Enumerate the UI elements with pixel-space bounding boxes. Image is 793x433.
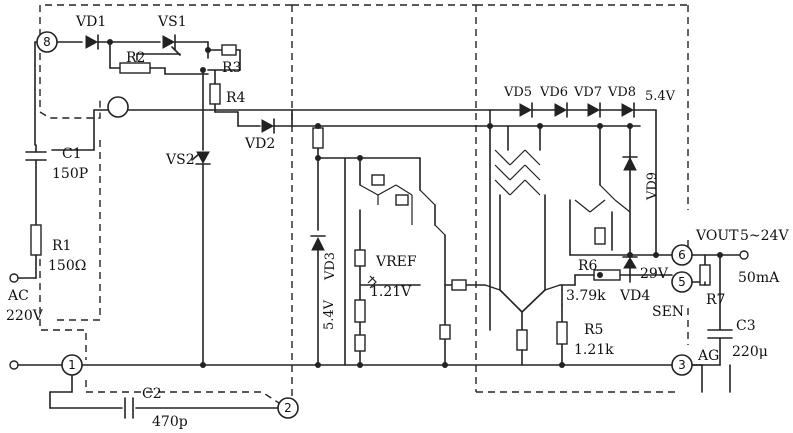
component-labels: VD1 VS1 R2 R3 R4 VS2 VD2 C1 150P R1 150Ω… — [6, 14, 789, 430]
vref-label: VREF — [375, 254, 417, 270]
c1-label: C1 — [62, 146, 82, 162]
r7-label: R7 — [706, 292, 725, 308]
pin-3: 3 — [671, 354, 693, 376]
upper-rail — [107, 96, 657, 256]
pin-5: 5 — [671, 271, 693, 293]
r5-label: R5 — [584, 322, 603, 338]
svg-text:1: 1 — [68, 358, 76, 372]
output-network — [691, 250, 749, 393]
ag-label: AG — [697, 348, 719, 364]
pin-2: 2 — [277, 397, 299, 419]
vd6-label: VD6 — [539, 85, 568, 100]
pin-1: 1 — [61, 354, 83, 376]
r4-label: R4 — [226, 90, 246, 106]
r2-label: R2 — [126, 50, 145, 66]
r6-value: 3.79k — [566, 288, 606, 304]
svg-text:2: 2 — [284, 401, 292, 415]
vd8-label: VD8 — [607, 85, 636, 100]
left-input-network — [9, 41, 721, 419]
vd3-value: 5.4V — [322, 299, 337, 330]
vd4-label: VD4 — [619, 288, 650, 304]
r3-label: R3 — [222, 60, 241, 76]
sen-label: SEN — [652, 304, 684, 320]
r6-label: R6 — [578, 258, 598, 274]
pin-8: 8 — [36, 31, 58, 53]
r1-label: R1 — [52, 238, 71, 254]
vd9-label: VD9 — [645, 172, 660, 201]
r5-value: 1.21k — [574, 342, 614, 358]
vd2-label: VD2 — [244, 136, 275, 152]
vd5-8-value: 5.4V — [645, 89, 676, 104]
vout-label: VOUT — [695, 228, 739, 244]
current-label: 50mA — [738, 270, 780, 286]
ac-voltage: 220V — [6, 308, 44, 324]
output-block — [484, 125, 681, 366]
vout-range: 5~24V — [740, 228, 789, 244]
c2-label: C2 — [142, 386, 162, 402]
ic-block-boundaries — [39, 4, 689, 408]
c1-value: 150P — [52, 166, 88, 182]
c3-value: 220μ — [732, 344, 768, 360]
c2-value: 470p — [152, 414, 188, 430]
reference-block — [310, 125, 486, 366]
vd1-label: VD1 — [75, 14, 106, 30]
junction-dots — [107, 39, 723, 368]
vd5-label: VD5 — [503, 85, 532, 100]
svg-text:8: 8 — [43, 35, 51, 49]
r1-value: 150Ω — [48, 258, 86, 274]
svg-text:5: 5 — [678, 275, 686, 289]
ac-label: AC — [7, 288, 29, 304]
c3-label: C3 — [736, 318, 756, 334]
vd3-label: VD3 — [323, 252, 338, 281]
input-rail — [56, 34, 293, 366]
vd4-value: 29V — [640, 266, 669, 282]
vs1-label: VS1 — [157, 14, 187, 30]
vref-value: 1.21V — [370, 284, 412, 300]
svg-text:6: 6 — [678, 248, 686, 262]
vs2-label: VS2 — [165, 152, 195, 168]
vd7-label: VD7 — [573, 85, 602, 100]
pin-6: 6 — [671, 244, 693, 266]
svg-text:3: 3 — [678, 358, 686, 372]
